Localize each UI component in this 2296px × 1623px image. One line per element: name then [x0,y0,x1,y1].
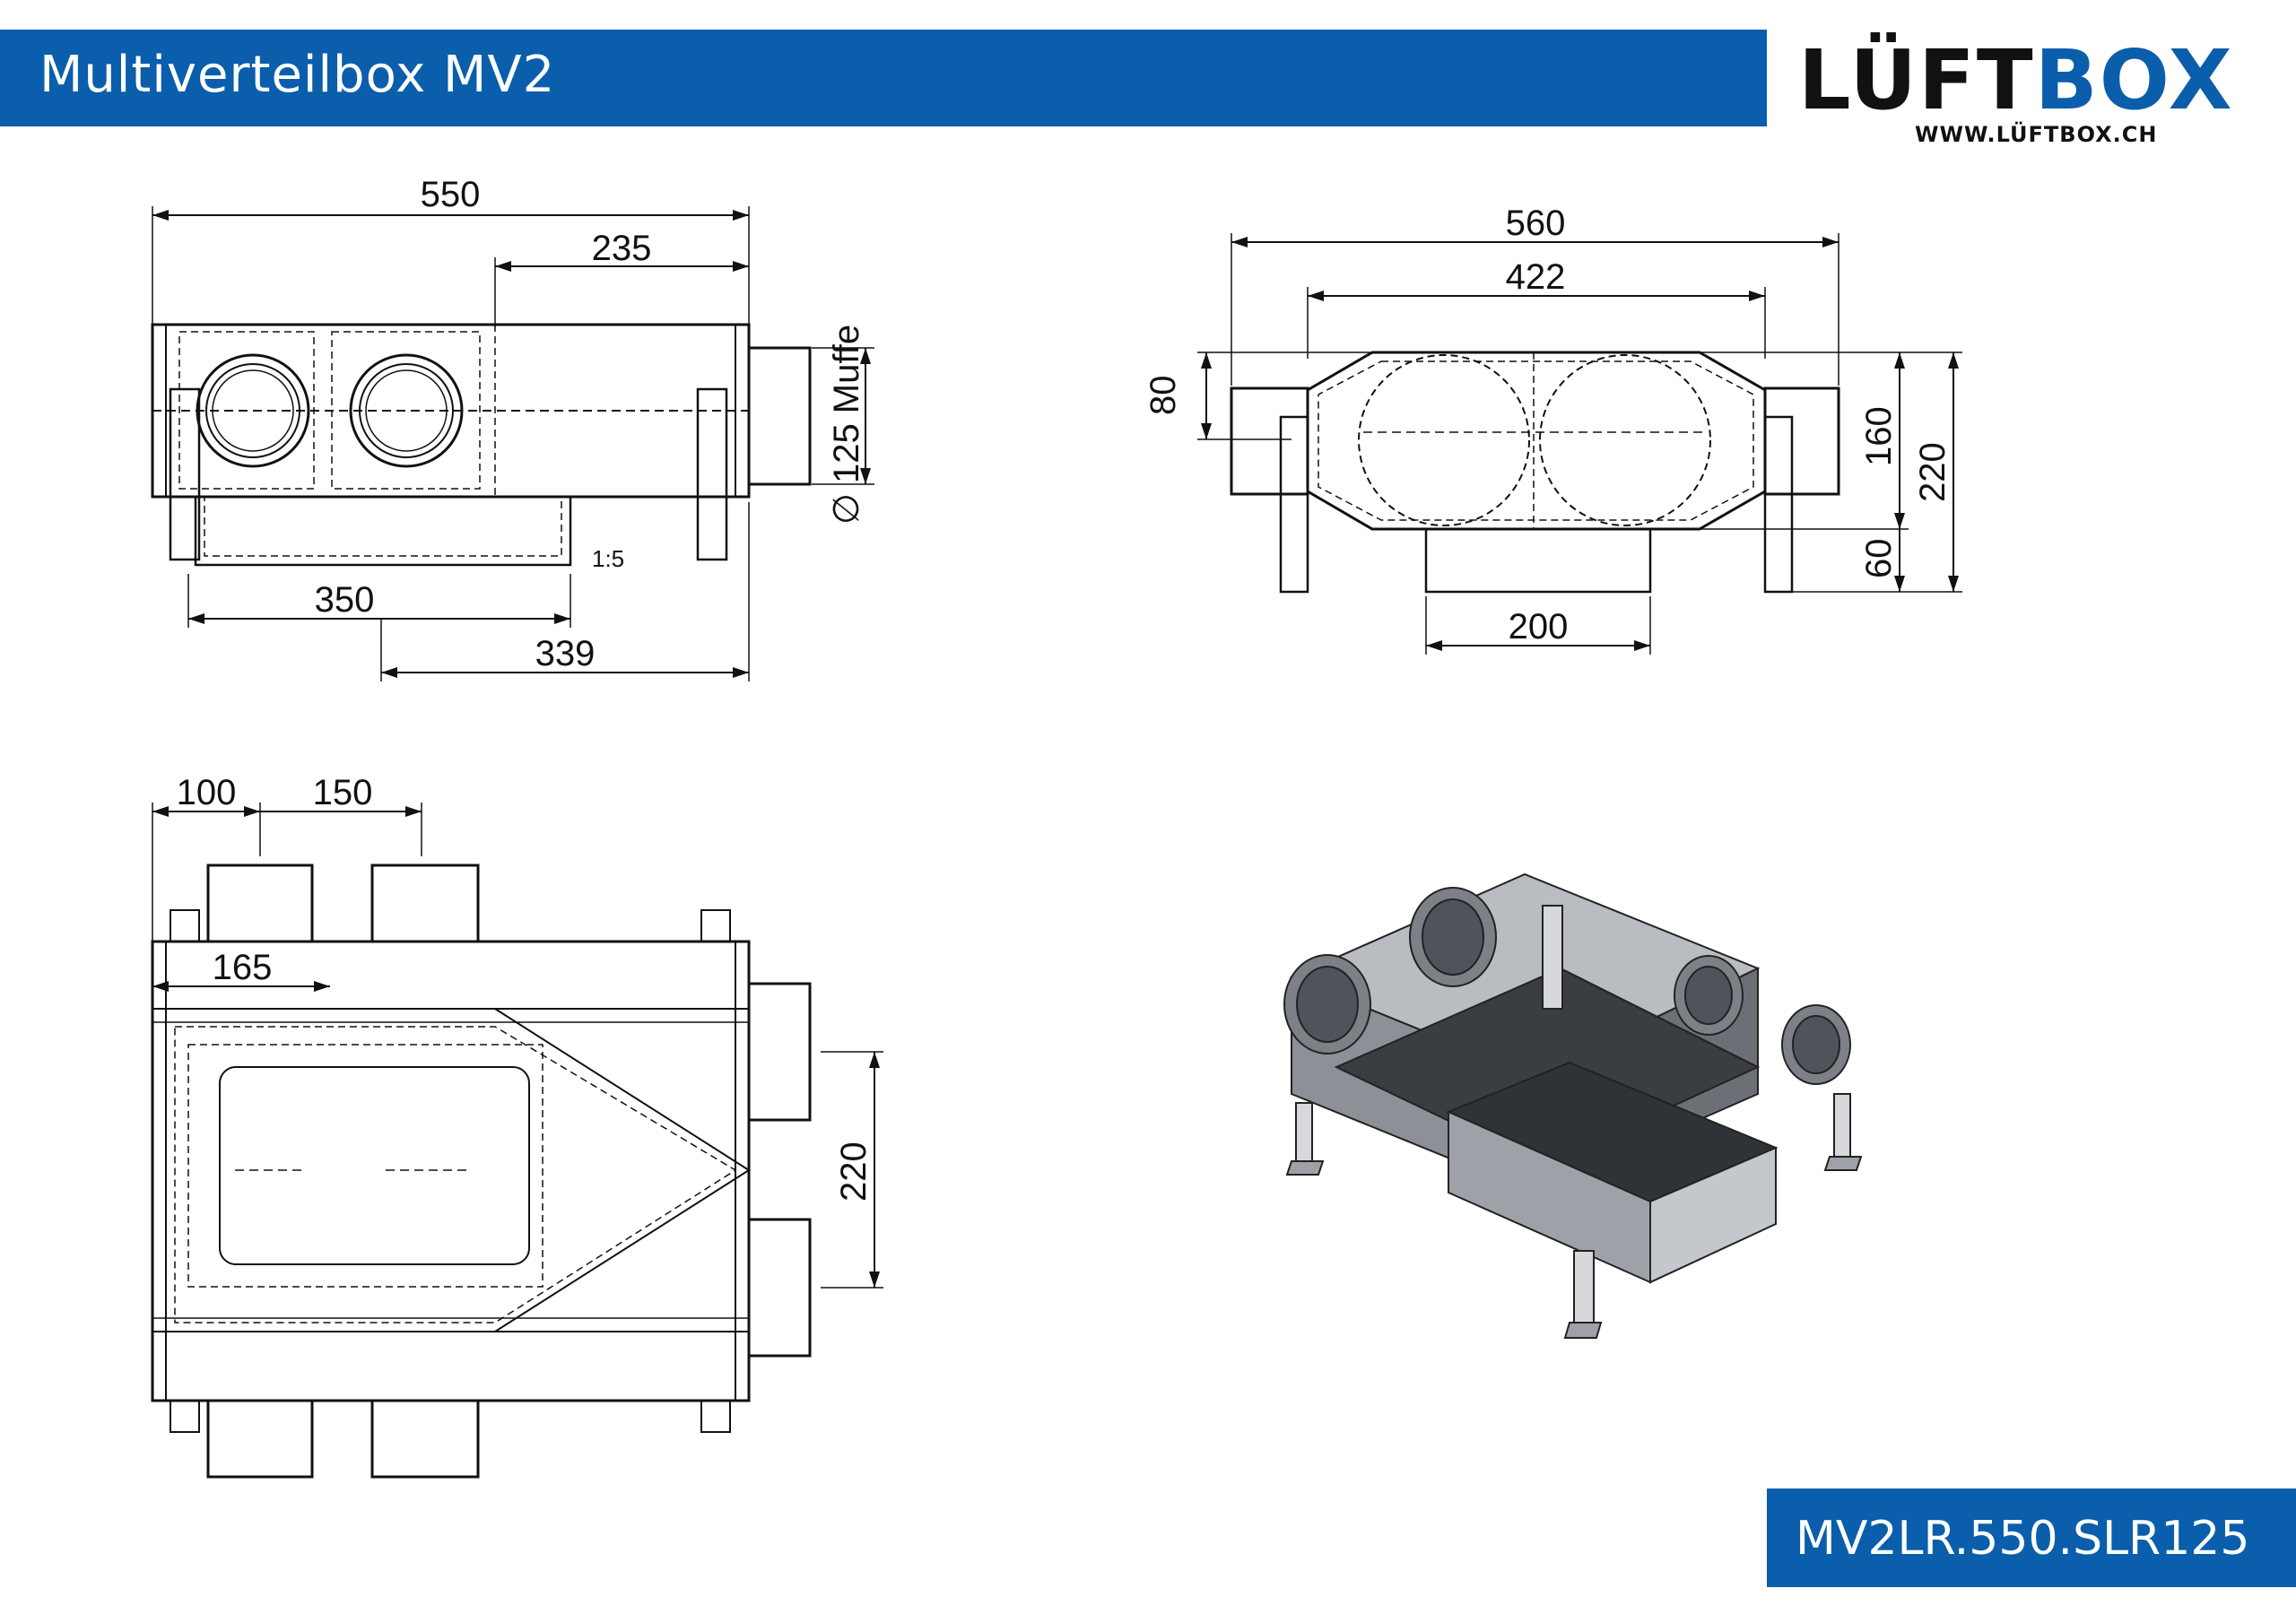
logo-wordmark: LÜFTBOX [1798,36,2234,126]
side-view: 560 422 200 80 [1144,204,1962,655]
dim-side-foot-height: 60 [1859,539,1899,579]
dim-top-left-offset: 100 [177,773,237,812]
dim-side-total-height: 220 [1913,442,1952,502]
page-title: Multiverteilbox MV2 [39,46,556,104]
dim-front-bottom-width: 350 [315,580,375,620]
scale-label: 1:5 [592,545,624,572]
logo-word-dark: LÜFT [1798,32,2035,128]
brand-logo: LÜFTBOX WWW.LÜFTBOX.CH [1798,36,2283,152]
dim-side-body: 422 [1506,257,1566,297]
dim-front-spigot-offset: 235 [592,229,652,268]
title-bar: Multiverteilbox MV2 [0,30,1767,126]
logo-url: WWW.LÜFTBOX.CH [1915,122,2158,147]
dim-side-overall: 560 [1506,204,1566,243]
top-view: 100 150 165 220 [151,773,883,1479]
logo-word-blue: BOX [2034,32,2234,128]
product-code: MV2LR.550.SLR125 [1796,1512,2250,1566]
dim-front-overall: 550 [421,175,481,214]
dim-side-box-height: 160 [1859,406,1899,466]
dim-front-diameter: ∅ 125 Muffe [827,325,866,525]
front-view: 550 235 ∅ 125 Muffe [151,175,874,681]
dim-side-bottom-width: 200 [1509,607,1569,647]
product-code-box: MV2LR.550.SLR125 [1767,1488,2296,1587]
dim-top-spacing: 150 [313,773,373,812]
dim-top-side-spacing: 220 [834,1141,874,1202]
dim-top-inner-offset: 165 [213,948,273,987]
dim-side-spigot-height: 80 [1144,376,1183,416]
isometric-view [1283,872,1863,1339]
dim-front-bottom-offset: 339 [535,634,596,673]
